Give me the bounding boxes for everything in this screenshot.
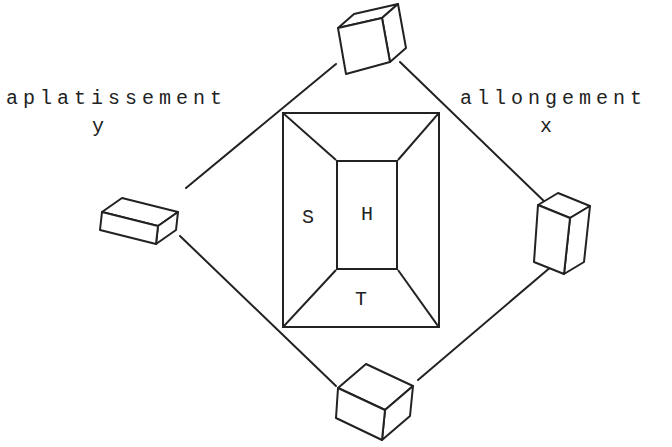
cube-face (338, 18, 390, 74)
frame-letter: S (302, 208, 314, 228)
cube-elongated (534, 193, 590, 274)
cube-face (336, 388, 385, 440)
connecting-line (180, 236, 336, 386)
axis-label: aplatissement (6, 88, 227, 110)
frame-diagonal (284, 270, 336, 326)
diamond-lines (180, 62, 552, 386)
cube-flattened (100, 198, 178, 244)
cube-bottom (336, 364, 413, 440)
cube-top (338, 4, 406, 74)
cube-face (156, 212, 178, 244)
cube-face (534, 205, 570, 274)
axis-variable: y (92, 116, 109, 138)
cube-face (382, 386, 413, 440)
inner-rect: H (336, 160, 398, 270)
frame-letter: H (361, 205, 373, 225)
axis-label: allongement (460, 88, 647, 110)
connecting-line (186, 64, 336, 188)
axis-variable: x (540, 116, 557, 138)
frame-letter: T (355, 290, 367, 310)
frame-diagonal (284, 114, 336, 160)
cube-face (100, 212, 158, 244)
frame-diagonal (398, 270, 438, 326)
frame-diagonal (398, 114, 438, 160)
node-frame: S T H (282, 112, 440, 328)
